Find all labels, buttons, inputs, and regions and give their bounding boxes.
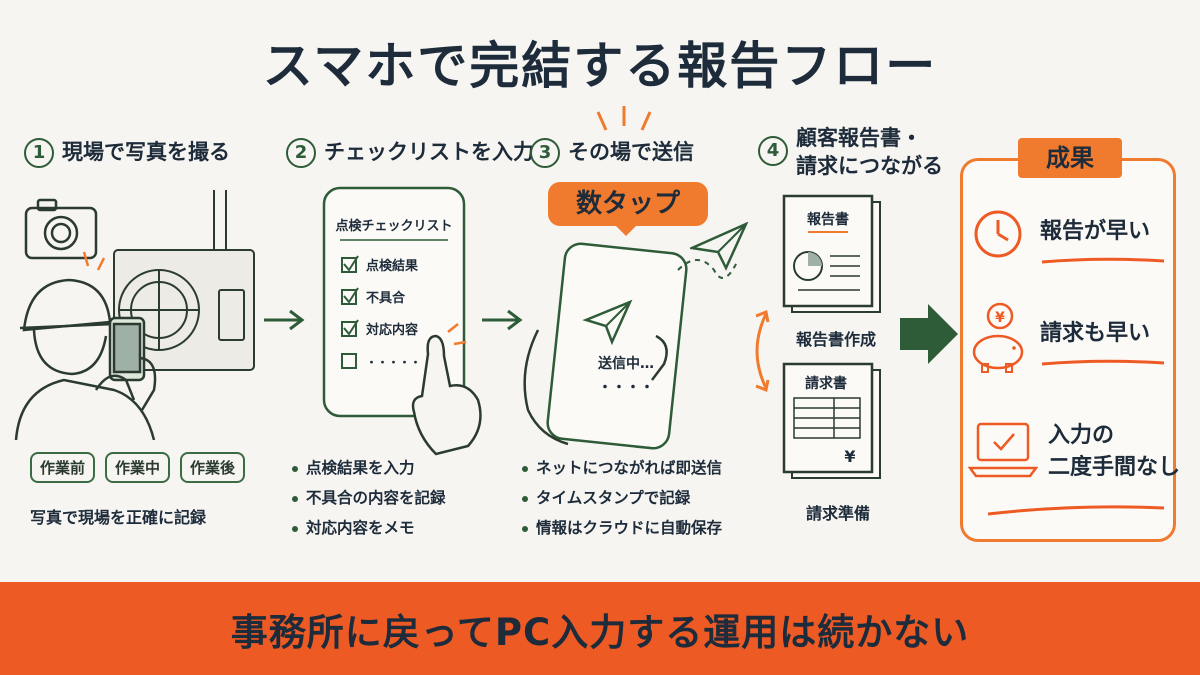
pointing-hand-icon bbox=[411, 334, 482, 456]
step-3-number: 3 bbox=[530, 138, 560, 168]
report-caption: 報告書作成 bbox=[796, 330, 877, 349]
check-item-1: 点検結果 bbox=[366, 258, 418, 274]
step-4-label-line2: 請求につながる bbox=[796, 154, 943, 178]
step-1-label: 現場で写真を撮る bbox=[62, 140, 230, 164]
tag-after: 作業後 bbox=[180, 452, 246, 483]
bidirectional-arrow-icon bbox=[755, 309, 770, 393]
step-1-number: 1 bbox=[24, 138, 54, 168]
result-1-text: 報告が早い bbox=[1040, 219, 1151, 244]
check-item-4: ・・・・・ bbox=[366, 356, 421, 369]
sending-phone: 送信中… ・・・・ bbox=[523, 242, 739, 450]
invoice-caption: 請求準備 bbox=[806, 504, 871, 523]
big-arrow-right-icon bbox=[900, 304, 958, 364]
step-2-bullet: 対応内容をメモ bbox=[290, 513, 446, 543]
underline-stroke bbox=[1041, 359, 1165, 366]
step-4-header: 4 顧客報告書・ 請求につながる bbox=[758, 124, 943, 180]
report-document-icon: 報告書 bbox=[782, 194, 881, 313]
check-item-3: 対応内容 bbox=[365, 322, 418, 338]
step-3-bullets: ネットにつながれば即送信 タイムスタンプで記録 情報はクラウドに自動保存 bbox=[520, 453, 722, 543]
checklist-title: 点検チェックリスト bbox=[335, 218, 452, 234]
tag-before: 作業前 bbox=[30, 452, 96, 483]
bottom-message-band: 事務所に戻ってPC入力する運用は続かない bbox=[0, 582, 1200, 675]
step-2-header: 2 チェックリストを入力 bbox=[286, 138, 534, 168]
step-1-header: 1 現場で写真を撮る bbox=[24, 138, 230, 168]
emphasis-marks bbox=[596, 106, 652, 131]
photo-stage-tags: 作業前 作業中 作業後 bbox=[30, 452, 246, 483]
flash-marks bbox=[82, 251, 106, 271]
invoice-yen: ¥ bbox=[844, 447, 855, 466]
step-2-bullet: 点検結果を入力 bbox=[290, 453, 446, 483]
step-3-bullet: ネットにつながれば即送信 bbox=[520, 453, 722, 483]
worker-figure bbox=[14, 278, 157, 440]
badge-pointer bbox=[614, 224, 638, 236]
worker-photo-illustration bbox=[14, 190, 255, 440]
step-4-label-line1: 顧客報告書・ bbox=[796, 126, 922, 150]
invoice-doc-title: 請求書 bbox=[805, 375, 847, 392]
step-3-bullet: タイムスタンプで記録 bbox=[520, 483, 722, 513]
step-3-label: その場で送信 bbox=[568, 140, 694, 164]
arrow-right-icon bbox=[264, 309, 305, 331]
report-doc-title: 報告書 bbox=[807, 211, 849, 228]
step-1-caption: 写真で現場を正確に記録 bbox=[30, 508, 207, 527]
step-2-bullets: 点検結果を入力 不具合の内容を記録 対応内容をメモ bbox=[290, 453, 446, 543]
paper-plane-icon bbox=[582, 299, 633, 346]
paper-plane-flying-icon bbox=[690, 222, 749, 271]
checklist-phone: 点検チェックリスト 点検結果 不具合 対応内容 ・・・・・ bbox=[322, 186, 482, 456]
step-3-header: 3 その場で送信 bbox=[530, 138, 694, 168]
results-panel bbox=[960, 158, 1176, 542]
result-3-line1: 入力の bbox=[1048, 423, 1115, 448]
results-tag: 成果 bbox=[1018, 138, 1122, 178]
result-2-text: 請求も早い bbox=[1040, 321, 1151, 346]
clock-icon bbox=[974, 210, 1022, 258]
step-2-bullet: 不具合の内容を記録 bbox=[290, 483, 446, 513]
coin-yen: ¥ bbox=[995, 310, 1005, 326]
underline-stroke bbox=[987, 505, 1165, 516]
bottom-message: 事務所に戻ってPC入力する運用は続かない bbox=[230, 610, 970, 654]
step-2-label: チェックリストを入力 bbox=[324, 140, 534, 164]
tag-during: 作業中 bbox=[105, 452, 171, 483]
step-2-number: 2 bbox=[286, 138, 316, 168]
step-4-number: 4 bbox=[758, 136, 788, 166]
piggy-bank-icon: ¥ bbox=[972, 302, 1024, 373]
check-item-2: 不具合 bbox=[366, 290, 406, 306]
ac-outdoor-unit bbox=[113, 190, 255, 371]
camera-icon bbox=[24, 198, 98, 260]
page-title: スマホで完結する報告フロー bbox=[262, 37, 938, 95]
invoice-document-icon: 請求書 ¥ bbox=[782, 362, 881, 479]
underline-stroke bbox=[1041, 257, 1165, 264]
arrow-right-icon bbox=[482, 309, 523, 331]
sending-status: 送信中… bbox=[597, 355, 654, 372]
result-3-line2: 二度手間なし bbox=[1048, 455, 1181, 480]
few-taps-badge: 数タップ bbox=[548, 182, 708, 226]
laptop-icon bbox=[968, 422, 1038, 478]
sending-dots: ・・・・ bbox=[598, 380, 654, 396]
step-3-bullet: 情報はクラウドに自動保存 bbox=[520, 513, 722, 543]
result-3-text: 入力の 二度手間なし bbox=[1048, 420, 1180, 484]
